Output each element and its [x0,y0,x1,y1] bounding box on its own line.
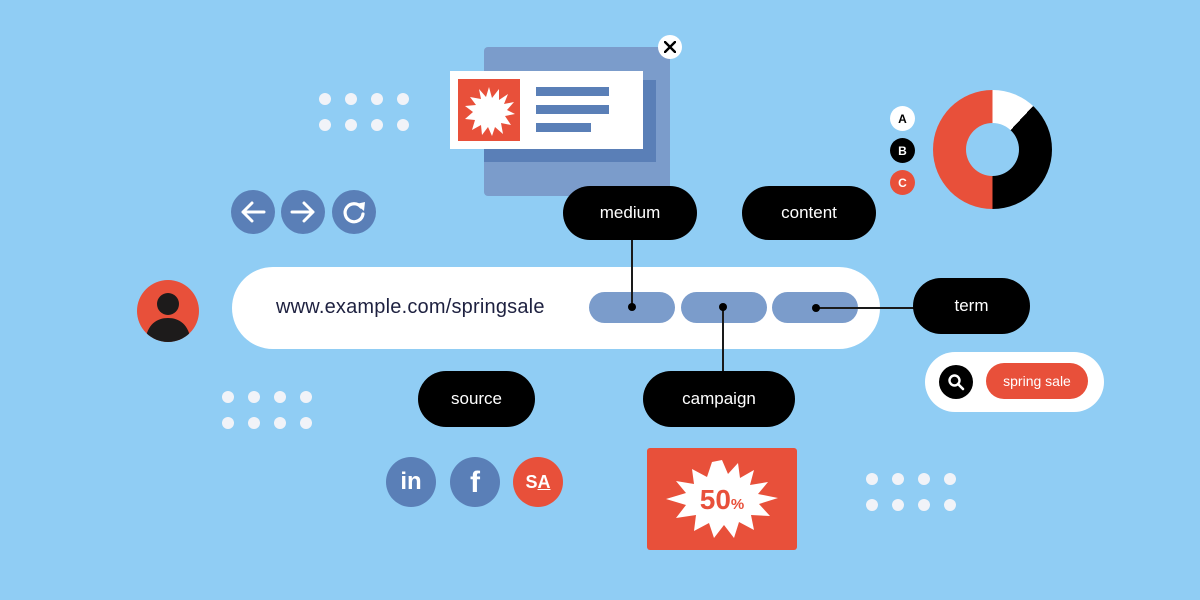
legend-item-c: C [890,170,915,195]
label-medium: medium [563,186,697,240]
connector-campaign [722,306,724,374]
connector-term [815,307,915,309]
connector-medium [631,240,633,306]
sale-badge[interactable]: 50% [647,448,797,550]
decorative-dots-bottom-right [866,473,956,511]
arrow-right-icon [290,201,315,223]
facebook-icon: f [470,466,480,499]
starburst-icon [465,87,515,136]
search-query-chip[interactable]: spring sale [986,363,1088,399]
decorative-dots-top-left [319,93,409,131]
label-term: term [913,278,1030,334]
reload-icon [343,202,365,224]
user-icon [145,293,191,342]
connector-dot-medium [628,303,636,311]
connector-dot-campaign [719,303,727,311]
connector-dot-term [812,304,820,312]
back-button[interactable] [231,190,275,234]
ad-image [458,79,520,141]
decorative-dots-bottom-left [222,391,312,429]
search-icon [948,374,965,391]
sa-button[interactable]: SA [513,457,563,507]
ad-popup-card [450,71,643,149]
label-source: source [418,371,535,427]
user-avatar[interactable] [137,280,199,342]
donut-hole [966,123,1019,176]
sa-icon: SA [525,471,551,492]
search-button[interactable] [939,365,973,399]
legend-item-b: B [890,138,915,163]
label-content: content [742,186,876,240]
ad-text-line [536,123,591,132]
linkedin-button[interactable]: in [386,457,436,507]
ad-text-line [536,87,609,96]
arrow-left-icon [241,201,266,223]
donut-chart [933,90,1052,209]
sale-value: 50% [699,484,745,515]
starburst-icon [666,460,778,538]
close-button[interactable] [658,35,682,59]
ad-text-line [536,105,609,114]
linkedin-icon: in [400,468,422,495]
url-text: www.example.com/springsale [276,296,545,318]
forward-button[interactable] [281,190,325,234]
reload-button[interactable] [332,190,376,234]
legend-item-a: A [890,106,915,131]
facebook-button[interactable]: f [450,457,500,507]
label-campaign: campaign [643,371,795,427]
close-icon [664,41,676,53]
